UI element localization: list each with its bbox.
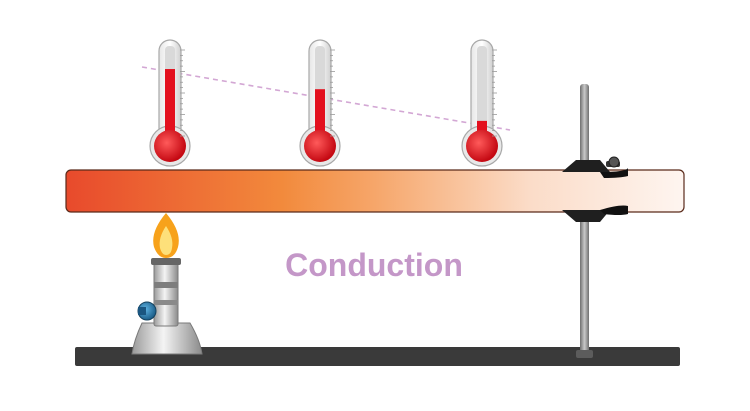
thermometer-bulb: [154, 130, 186, 162]
thermometer-middle: [299, 39, 341, 167]
thermometer-left: [149, 39, 191, 167]
thermometers: [149, 39, 503, 167]
thermometer-right: [461, 39, 503, 167]
rod-clamp: [562, 156, 628, 222]
metal-rod: [65, 169, 685, 213]
burner-barrel: [153, 261, 179, 327]
diagram-caption: Conduction: [285, 247, 463, 283]
burner-base: [131, 322, 203, 355]
mercury-column: [315, 89, 325, 146]
thermometer-bulb: [466, 130, 498, 162]
retort-stand-foot: [576, 350, 593, 358]
thermometer-bulb: [304, 130, 336, 162]
flame-icon: [153, 213, 179, 258]
mercury-column: [165, 69, 175, 146]
bunsen-burner: [131, 258, 203, 355]
base-plate: [75, 347, 680, 366]
